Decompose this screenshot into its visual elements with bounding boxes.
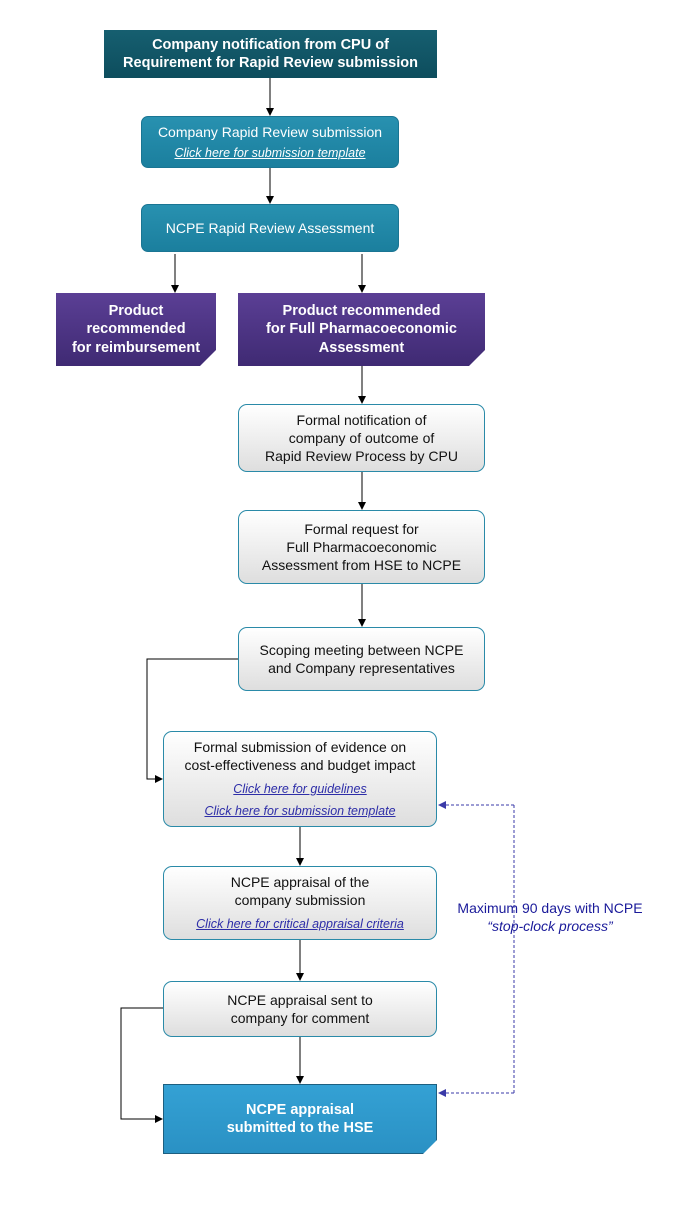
node-text: submitted to the HSE xyxy=(226,1120,374,1136)
note-line: Maximum 90 days with NCPE xyxy=(457,900,643,916)
node-text: Company notification from CPU of xyxy=(152,37,389,53)
node-cpu-notification: Company notification from CPU of Require… xyxy=(104,30,437,78)
node-text: for Full Pharmacoeconomic xyxy=(266,321,457,338)
guidelines-link[interactable]: Click here for guidelines xyxy=(233,782,367,796)
node-text: company submission xyxy=(234,892,366,908)
node-text: Requirement for Rapid Review submission xyxy=(123,55,418,71)
node-text: Formal request for xyxy=(304,521,419,537)
node-text: Assessment from HSE to NCPE xyxy=(261,557,462,573)
node-formal-submission: Formal submission of evidence on cost-ef… xyxy=(163,731,437,827)
node-formal-notification: Formal notification of company of outcom… xyxy=(238,404,485,472)
stop-clock-note: Maximum 90 days with NCPE “stop-clock pr… xyxy=(440,899,660,935)
node-rapid-review-assessment: NCPE Rapid Review Assessment xyxy=(141,204,399,252)
node-text: Full Pharmacoeconomic xyxy=(286,539,437,555)
appraisal-criteria-link[interactable]: Click here for critical appraisal criter… xyxy=(196,917,404,931)
node-text: cost-effectiveness and budget impact xyxy=(184,757,416,773)
arrow-n11-n12-side xyxy=(120,1007,163,1123)
node-text: NCPE appraisal xyxy=(246,1101,354,1118)
node-text: Formal notification of xyxy=(296,412,427,428)
node-formal-request: Formal request for Full Pharmacoeconomic… xyxy=(238,510,485,584)
node-text: for reimbursement xyxy=(71,339,201,356)
node-text: NCPE appraisal sent to xyxy=(227,992,373,1008)
node-text: company of outcome of xyxy=(288,430,435,446)
submission-template-link[interactable]: Click here for submission template xyxy=(204,804,396,818)
node-text: NCPE appraisal of the xyxy=(230,874,370,890)
node-ncpe-appraisal: NCPE appraisal of the company submission… xyxy=(163,866,437,940)
node-scoping-meeting: Scoping meeting between NCPE and Company… xyxy=(238,627,485,691)
note-line-italic: “stop-clock process” xyxy=(487,918,613,934)
node-appraisal-sent: NCPE appraisal sent to company for comme… xyxy=(163,981,437,1037)
node-recommended-reimbursement: Product recommended for reimbursement xyxy=(56,293,216,366)
node-text: Product xyxy=(108,302,164,319)
node-text: company for comment xyxy=(230,1010,370,1026)
node-rapid-review-submission: Company Rapid Review submission Click he… xyxy=(141,116,399,168)
arrow-n8-n9 xyxy=(146,658,238,783)
node-text: Rapid Review Process by CPU xyxy=(265,448,458,464)
node-text: Product recommended xyxy=(282,302,441,319)
node-title: NCPE Rapid Review Assessment xyxy=(165,220,375,236)
node-text: Scoping meeting between NCPE xyxy=(259,642,464,658)
node-text: Assessment xyxy=(318,339,405,356)
node-recommended-full-assessment: Product recommended for Full Pharmacoeco… xyxy=(238,293,485,366)
node-text: recommended xyxy=(86,321,186,338)
node-title: Company Rapid Review submission xyxy=(157,124,383,140)
submission-template-link[interactable]: Click here for submission template xyxy=(174,146,366,160)
node-text: and Company representatives xyxy=(268,660,455,676)
node-appraisal-submitted-hse: NCPE appraisal submitted to the HSE xyxy=(163,1084,437,1154)
node-text: Formal submission of evidence on xyxy=(193,739,407,755)
